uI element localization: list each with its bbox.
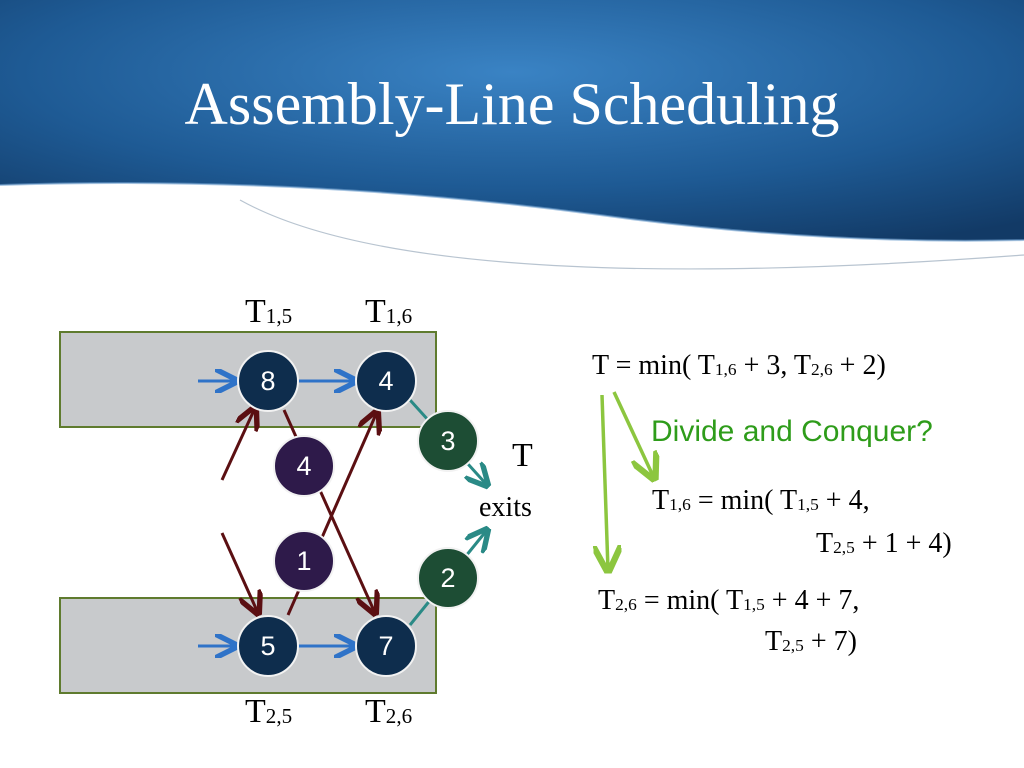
station-node-line2-a: 5 (237, 615, 299, 677)
slide-title: Assembly-Line Scheduling (184, 71, 840, 137)
exit-node-1: 3 (417, 410, 479, 472)
label-t: T (512, 437, 533, 474)
arrow-into-8 (220, 408, 255, 481)
svg-text:5: 5 (260, 631, 275, 661)
svg-text:3: 3 (440, 426, 455, 456)
header-banner (0, 0, 1024, 241)
svg-text:4: 4 (378, 366, 393, 396)
exit-node-2: 2 (417, 547, 479, 609)
green-arrow-to-t16 (612, 391, 654, 478)
svg-text:1: 1 (296, 546, 311, 576)
label-t16: T1,6 (365, 293, 413, 330)
label-t25: T2,5 (245, 693, 293, 730)
transfer-node-a: 4 (273, 435, 335, 497)
label-exits: exits (479, 492, 532, 523)
svg-text:7: 7 (378, 631, 393, 661)
transfer-node-b: 1 (273, 530, 335, 592)
label-t26: T2,6 (365, 693, 413, 730)
station-node-line2-b: 7 (355, 615, 417, 677)
svg-text:8: 8 (260, 366, 275, 396)
equation-t16-line1: T1,6 = min( T1,5 + 4, (652, 485, 870, 516)
svg-text:4: 4 (296, 451, 311, 481)
equation-t26-line2: T2,5 + 7) (765, 626, 857, 657)
equation-main: T = min( T1,6 + 3, T2,6 + 2) (592, 350, 886, 381)
label-t15: T1,5 (245, 293, 293, 330)
svg-text:2: 2 (440, 563, 455, 593)
green-arrow-to-t26 (602, 394, 608, 570)
divide-and-conquer-text: Divide and Conquer? (651, 415, 933, 448)
equation-t16-line2: T2,5 + 1 + 4) (816, 528, 952, 559)
station-node-line1-a: 8 (237, 350, 299, 412)
station-node-line1-b: 4 (355, 350, 417, 412)
arrow-into-5 (220, 532, 258, 613)
equation-t26-line1: T2,6 = min( T1,5 + 4 + 7, (598, 585, 860, 616)
